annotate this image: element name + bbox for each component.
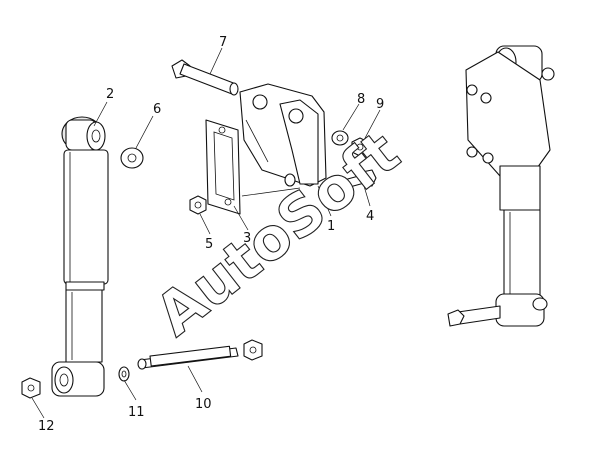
bracket-part-1 bbox=[239, 83, 327, 187]
callout-9: 9 bbox=[376, 97, 384, 112]
nut-pin-end bbox=[243, 339, 263, 361]
callout-10: 10 bbox=[195, 397, 212, 412]
washer-part-6 bbox=[120, 147, 144, 169]
bolt-part-4 bbox=[343, 169, 377, 189]
callout-7: 7 bbox=[219, 35, 227, 50]
washer-part-11 bbox=[118, 366, 130, 382]
leader-lines bbox=[31, 47, 381, 419]
pin-part-10 bbox=[137, 345, 239, 370]
nut-part-9 bbox=[351, 137, 369, 157]
bolt-part-7 bbox=[171, 59, 239, 96]
callout-1: 1 bbox=[327, 219, 335, 234]
shock-absorber-left bbox=[51, 116, 109, 397]
plate-part-3 bbox=[205, 119, 241, 215]
callout-12: 12 bbox=[38, 419, 55, 434]
shock-absorber-assembled-right bbox=[447, 45, 555, 327]
callout-5: 5 bbox=[205, 237, 213, 252]
nut-part-12 bbox=[21, 377, 41, 399]
callout-11: 11 bbox=[128, 405, 145, 420]
callout-labels: 1 2 3 4 5 6 7 8 9 10 11 12 bbox=[38, 35, 384, 434]
washer-part-8 bbox=[331, 130, 349, 146]
nut-part-5 bbox=[189, 195, 207, 215]
callout-2: 2 bbox=[106, 87, 114, 102]
callout-4: 4 bbox=[366, 209, 374, 224]
callout-3: 3 bbox=[243, 231, 251, 246]
callout-8: 8 bbox=[357, 92, 365, 107]
callout-6: 6 bbox=[153, 102, 161, 117]
